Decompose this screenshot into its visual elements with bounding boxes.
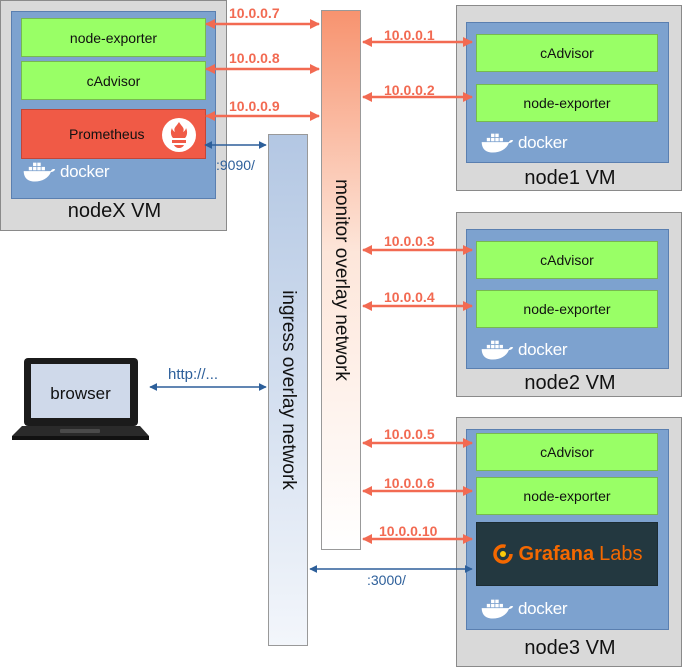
ip-label-1: 10.0.0.1: [384, 27, 435, 43]
ip-label-8: 10.0.0.8: [229, 50, 280, 66]
docker-wordmark: docker: [60, 162, 110, 181]
node1-vm-label: node1 VM: [524, 167, 616, 189]
port-3000-label: :3000/: [367, 572, 406, 588]
nodex-docker-area: node-exporter cAdvisor Prometheus docker: [11, 11, 216, 199]
monitor-overlay-network: monitor overlay network: [321, 10, 361, 550]
docker-wordmark: docker: [518, 340, 568, 359]
grafana-logo-icon: [492, 544, 513, 564]
node3-node-exporter: node-exporter: [476, 477, 658, 515]
ip-label-2: 10.0.0.2: [384, 82, 435, 98]
nodex-vm: node-exporter cAdvisor Prometheus docker…: [0, 0, 227, 231]
ip-label-6: 10.0.0.6: [384, 475, 435, 491]
nodex-vm-label: nodeX VM: [67, 200, 162, 222]
nodex-cadvisor: cAdvisor: [21, 61, 206, 100]
nodex-docker-logo: docker: [22, 160, 110, 184]
port-9090-label: :9090/: [216, 157, 255, 173]
node2-cadvisor: cAdvisor: [476, 241, 658, 279]
ip-label-3: 10.0.0.3: [384, 233, 435, 249]
nodex-node-exporter: node-exporter: [21, 18, 206, 57]
docker-wordmark: docker: [518, 133, 568, 152]
browser-label: browser: [50, 384, 111, 403]
node3-docker-area: cAdvisor node-exporter Grafana Labs dock…: [466, 429, 669, 630]
node2-docker-area: cAdvisor node-exporter docker: [466, 229, 669, 369]
ip-label-9: 10.0.0.9: [229, 98, 280, 114]
browser-link-label[interactable]: http://...: [168, 366, 219, 383]
ip-label-4: 10.0.0.4: [384, 289, 435, 305]
node1-docker-logo: docker: [480, 131, 568, 155]
grafana-labs-wordmark: Labs: [599, 542, 643, 565]
ip-label-5: 10.0.0.5: [384, 426, 435, 442]
grafana-service: Grafana Labs: [476, 522, 658, 586]
node3-vm: cAdvisor node-exporter Grafana Labs dock…: [456, 417, 682, 667]
node1-node-exporter: node-exporter: [476, 84, 658, 122]
ip-label-7: 10.0.0.7: [229, 5, 280, 21]
node3-cadvisor: cAdvisor: [476, 433, 658, 471]
node1-docker-area: cAdvisor node-exporter docker: [466, 22, 669, 163]
node3-docker-logo: docker: [480, 597, 568, 621]
prometheus-service: Prometheus: [21, 109, 206, 159]
node3-vm-label: node3 VM: [524, 637, 616, 659]
prometheus-label: Prometheus: [69, 126, 145, 142]
laptop-icon: [12, 358, 149, 440]
prometheus-torch-icon: [162, 118, 196, 152]
ingress-overlay-network: ingress overlay network: [268, 134, 308, 646]
grafana-wordmark: Grafana: [518, 542, 595, 565]
node2-node-exporter: node-exporter: [476, 290, 658, 328]
node2-docker-logo: docker: [480, 338, 568, 362]
node2-vm-label: node2 VM: [524, 372, 616, 394]
node1-cadvisor: cAdvisor: [476, 34, 658, 72]
ip-label-10: 10.0.0.10: [379, 523, 438, 539]
docker-wordmark: docker: [518, 599, 568, 618]
node2-vm: cAdvisor node-exporter docker node2 VM: [456, 212, 682, 397]
browser-laptop[interactable]: browser: [10, 356, 150, 442]
